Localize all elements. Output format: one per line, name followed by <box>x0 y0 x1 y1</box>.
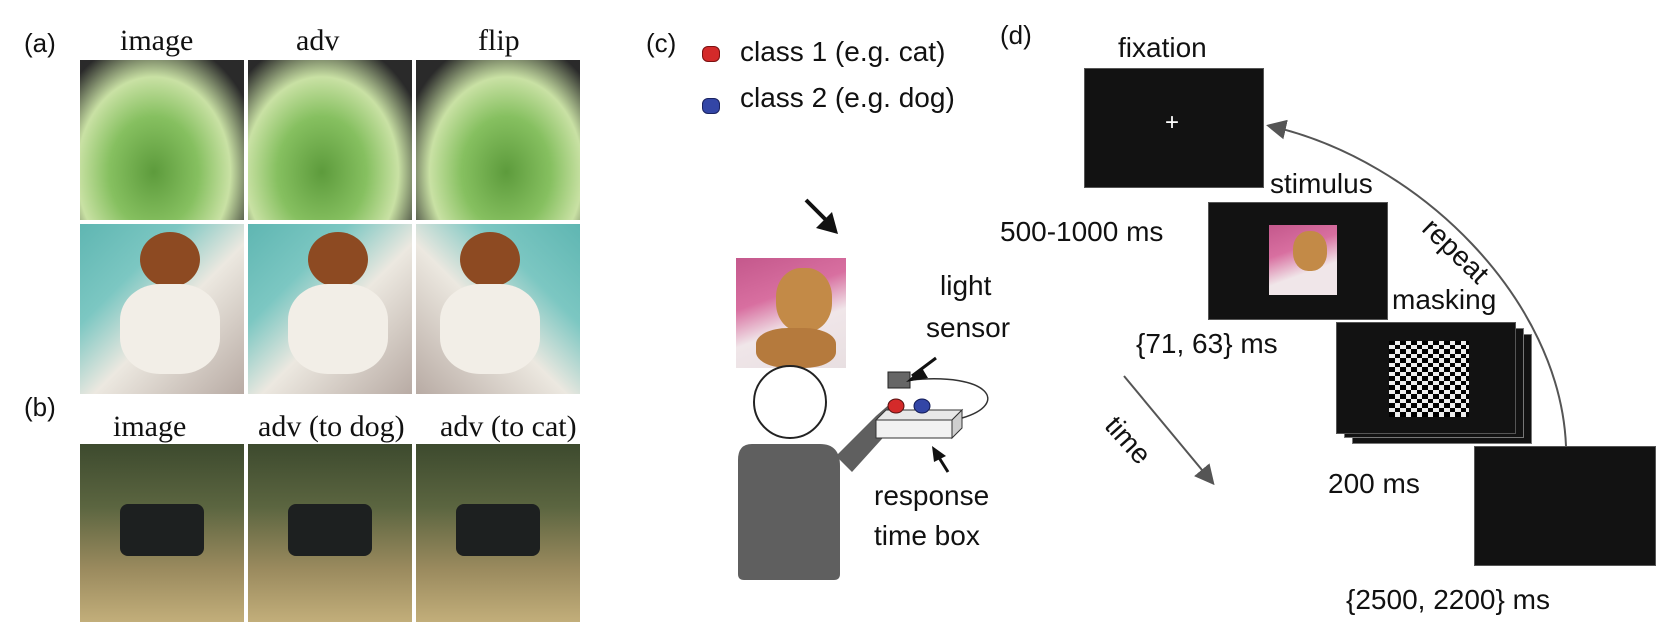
fixation-cross: + <box>1165 109 1180 136</box>
time-arrow-icon <box>1123 375 1215 486</box>
masking-label: masking <box>1392 284 1497 315</box>
cabbage-adv-image <box>248 60 412 220</box>
legend-class1-marker <box>702 46 720 62</box>
legend-class2-label: class 2 (e.g. dog) <box>740 82 955 113</box>
response-box-label-line1: response <box>874 480 990 511</box>
col-label-image: image <box>120 24 194 57</box>
panel-b-letter: (b) <box>24 392 56 422</box>
fixation-screen: + <box>1084 68 1264 188</box>
blue-button-icon <box>913 398 931 414</box>
legend-class2-marker <box>702 98 720 114</box>
cabbage-flip-image <box>416 60 580 220</box>
stimulus-label: stimulus <box>1270 168 1373 199</box>
mask-screen <box>1336 322 1516 434</box>
stimulus-screen <box>1208 202 1388 320</box>
car-image <box>80 444 244 622</box>
fixation-duration: 500-1000 ms <box>1000 216 1164 247</box>
response-duration: {2500, 2200} ms <box>1346 584 1550 615</box>
repeat-arrow-icon <box>1266 119 1567 447</box>
panel-d-letter: (d) <box>1000 20 1032 50</box>
light-sensor-label-line2: sensor <box>926 312 1011 343</box>
car-adv-to-dog-image <box>248 444 412 622</box>
fixation-label: fixation <box>1118 32 1207 63</box>
stimulus-dog-picture <box>736 258 846 368</box>
stimulus-screen-dog <box>1269 225 1337 295</box>
dog-adv-image <box>248 224 412 394</box>
attention-arrow-icon <box>804 198 838 234</box>
stimulus-duration: {71, 63} ms <box>1136 328 1278 359</box>
col-label-adv-to-dog: adv (to dog) <box>258 410 405 443</box>
dog-flip-image <box>416 224 580 394</box>
response-screen <box>1474 446 1656 566</box>
col-label-adv: adv <box>296 24 340 57</box>
response-time-box <box>874 398 964 440</box>
col-label-adv-to-cat: adv (to cat) <box>440 410 577 443</box>
response-box-arrow-icon <box>932 446 946 462</box>
car-adv-to-cat-image <box>416 444 580 622</box>
light-sensor-arrow-icon <box>906 368 928 382</box>
dog-image <box>80 224 244 394</box>
col-label-image-b: image <box>113 410 187 443</box>
participant-figure <box>738 365 902 580</box>
cabbage-image <box>80 60 244 220</box>
light-sensor-icon <box>887 371 911 389</box>
light-sensor-label-line1: light <box>940 270 992 301</box>
col-label-flip: flip <box>478 24 520 57</box>
mask-duration: 200 ms <box>1328 468 1420 499</box>
response-box-label-line2: time box <box>874 520 980 551</box>
panel-a-letter: (a) <box>24 28 56 58</box>
legend-class1-label: class 1 (e.g. cat) <box>740 36 946 67</box>
panel-c-letter: (c) <box>646 28 677 58</box>
mask-noise-pattern <box>1389 341 1469 417</box>
red-button-icon <box>887 398 905 414</box>
